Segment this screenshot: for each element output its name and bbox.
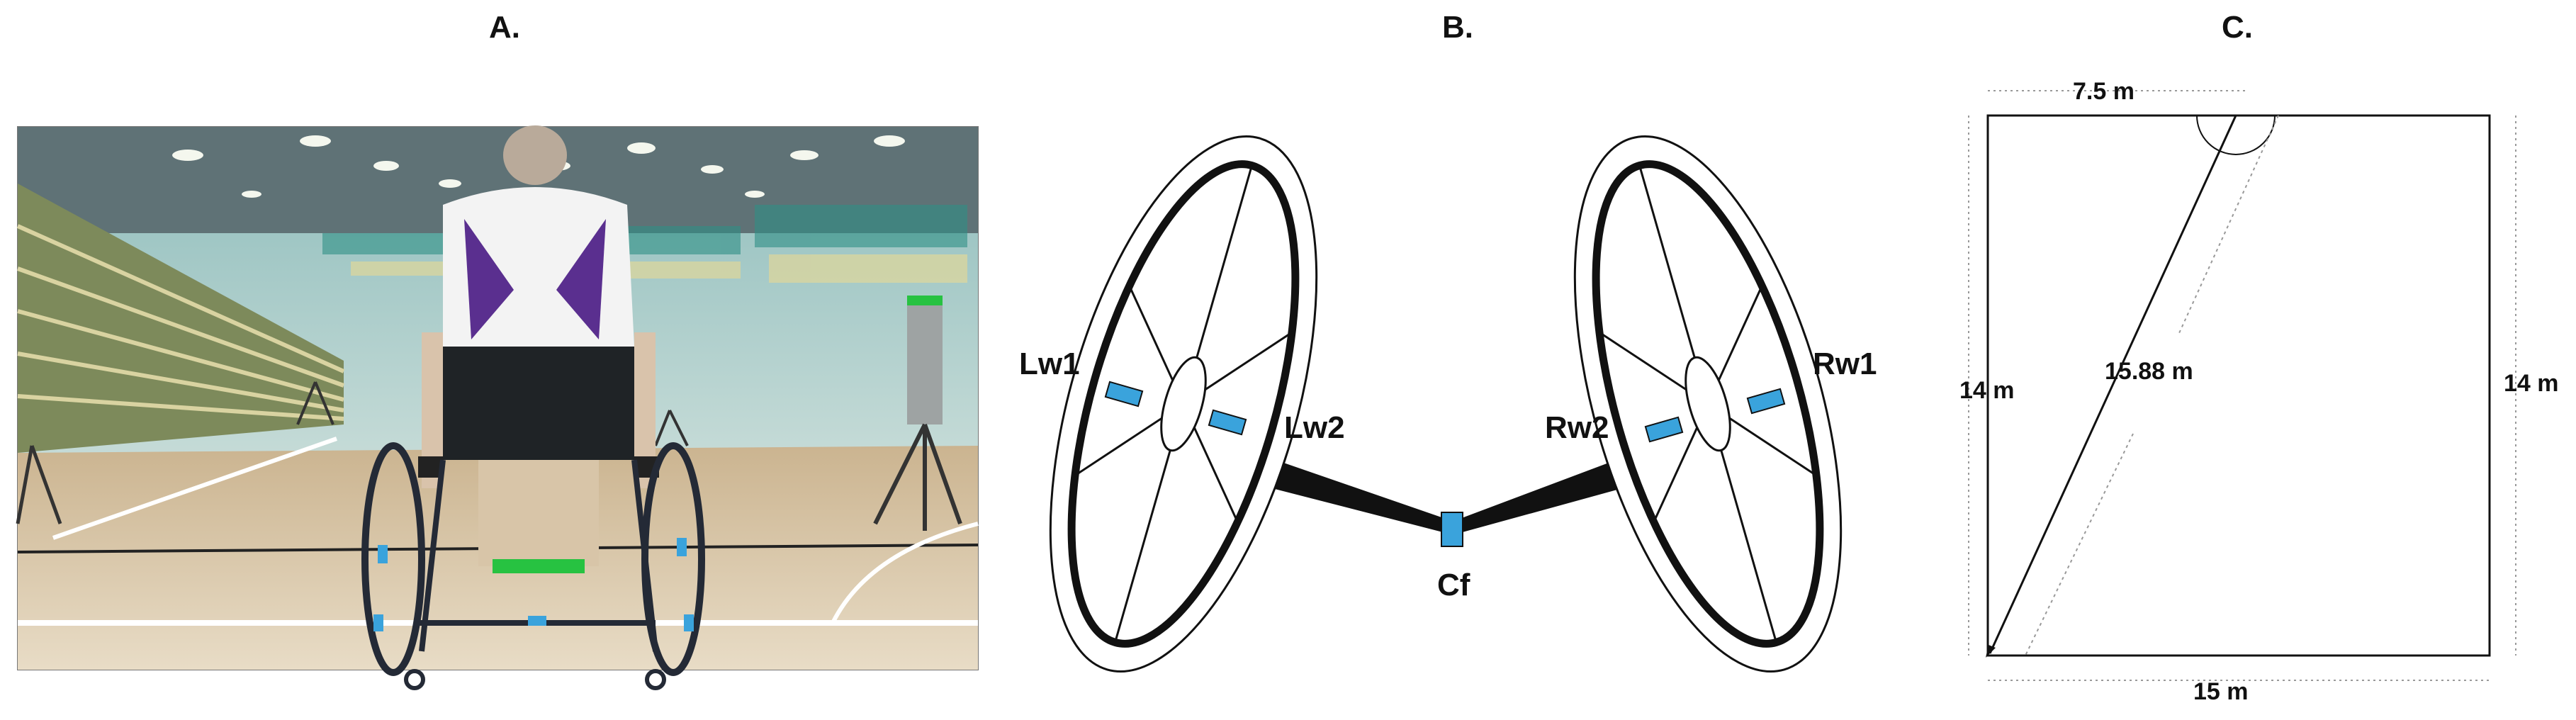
right-frame-bar xyxy=(1460,452,1641,533)
athlete xyxy=(418,125,659,573)
sensor-rw1 xyxy=(1746,388,1786,415)
label-right-height: 14 m xyxy=(2504,370,2559,397)
panel-b-title: B. xyxy=(1442,10,1473,45)
label-lw1: Lw1 xyxy=(1019,347,1080,381)
sensor-lw1 xyxy=(1104,381,1144,407)
sensor-lw2 xyxy=(1208,409,1247,436)
arrow-head xyxy=(1986,645,1996,658)
sensor-diagram: Lw1 Lw2 Cf Rw2 Rw1 xyxy=(1006,99,1877,698)
wheel-sensors xyxy=(373,538,694,631)
label-rw1: Rw1 xyxy=(1813,347,1877,381)
bleachers xyxy=(18,184,344,453)
label-lw2: Lw2 xyxy=(1284,410,1345,445)
label-top-width: 7.5 m xyxy=(2073,78,2135,105)
label-cf: Cf xyxy=(1437,568,1470,602)
wheelchair-photo xyxy=(16,125,979,690)
court-boundary xyxy=(1986,114,2491,657)
diagonal-path xyxy=(1989,115,2237,654)
panel-a-title: A. xyxy=(489,10,520,45)
left-wheel xyxy=(1049,135,1318,673)
label-bottom-width: 15 m xyxy=(2193,678,2249,705)
tripod-center xyxy=(296,381,689,446)
left-frame-bar xyxy=(1247,451,1446,533)
label-diagonal: 15.88 m xyxy=(2105,358,2193,385)
right-wheel xyxy=(1573,135,1843,673)
panel-c-title: C. xyxy=(2222,10,2253,45)
court-diagram: 7.5 m 14 m 14 m 15.88 m 15 m xyxy=(1899,57,2565,719)
sensor-rw2 xyxy=(1644,416,1684,443)
tripod-left xyxy=(16,445,62,524)
label-left-height: 14 m xyxy=(1959,377,2015,404)
tripod-camera-right xyxy=(873,296,962,531)
label-rw2: Rw2 xyxy=(1545,410,1609,445)
sensor-cf xyxy=(1441,512,1463,547)
